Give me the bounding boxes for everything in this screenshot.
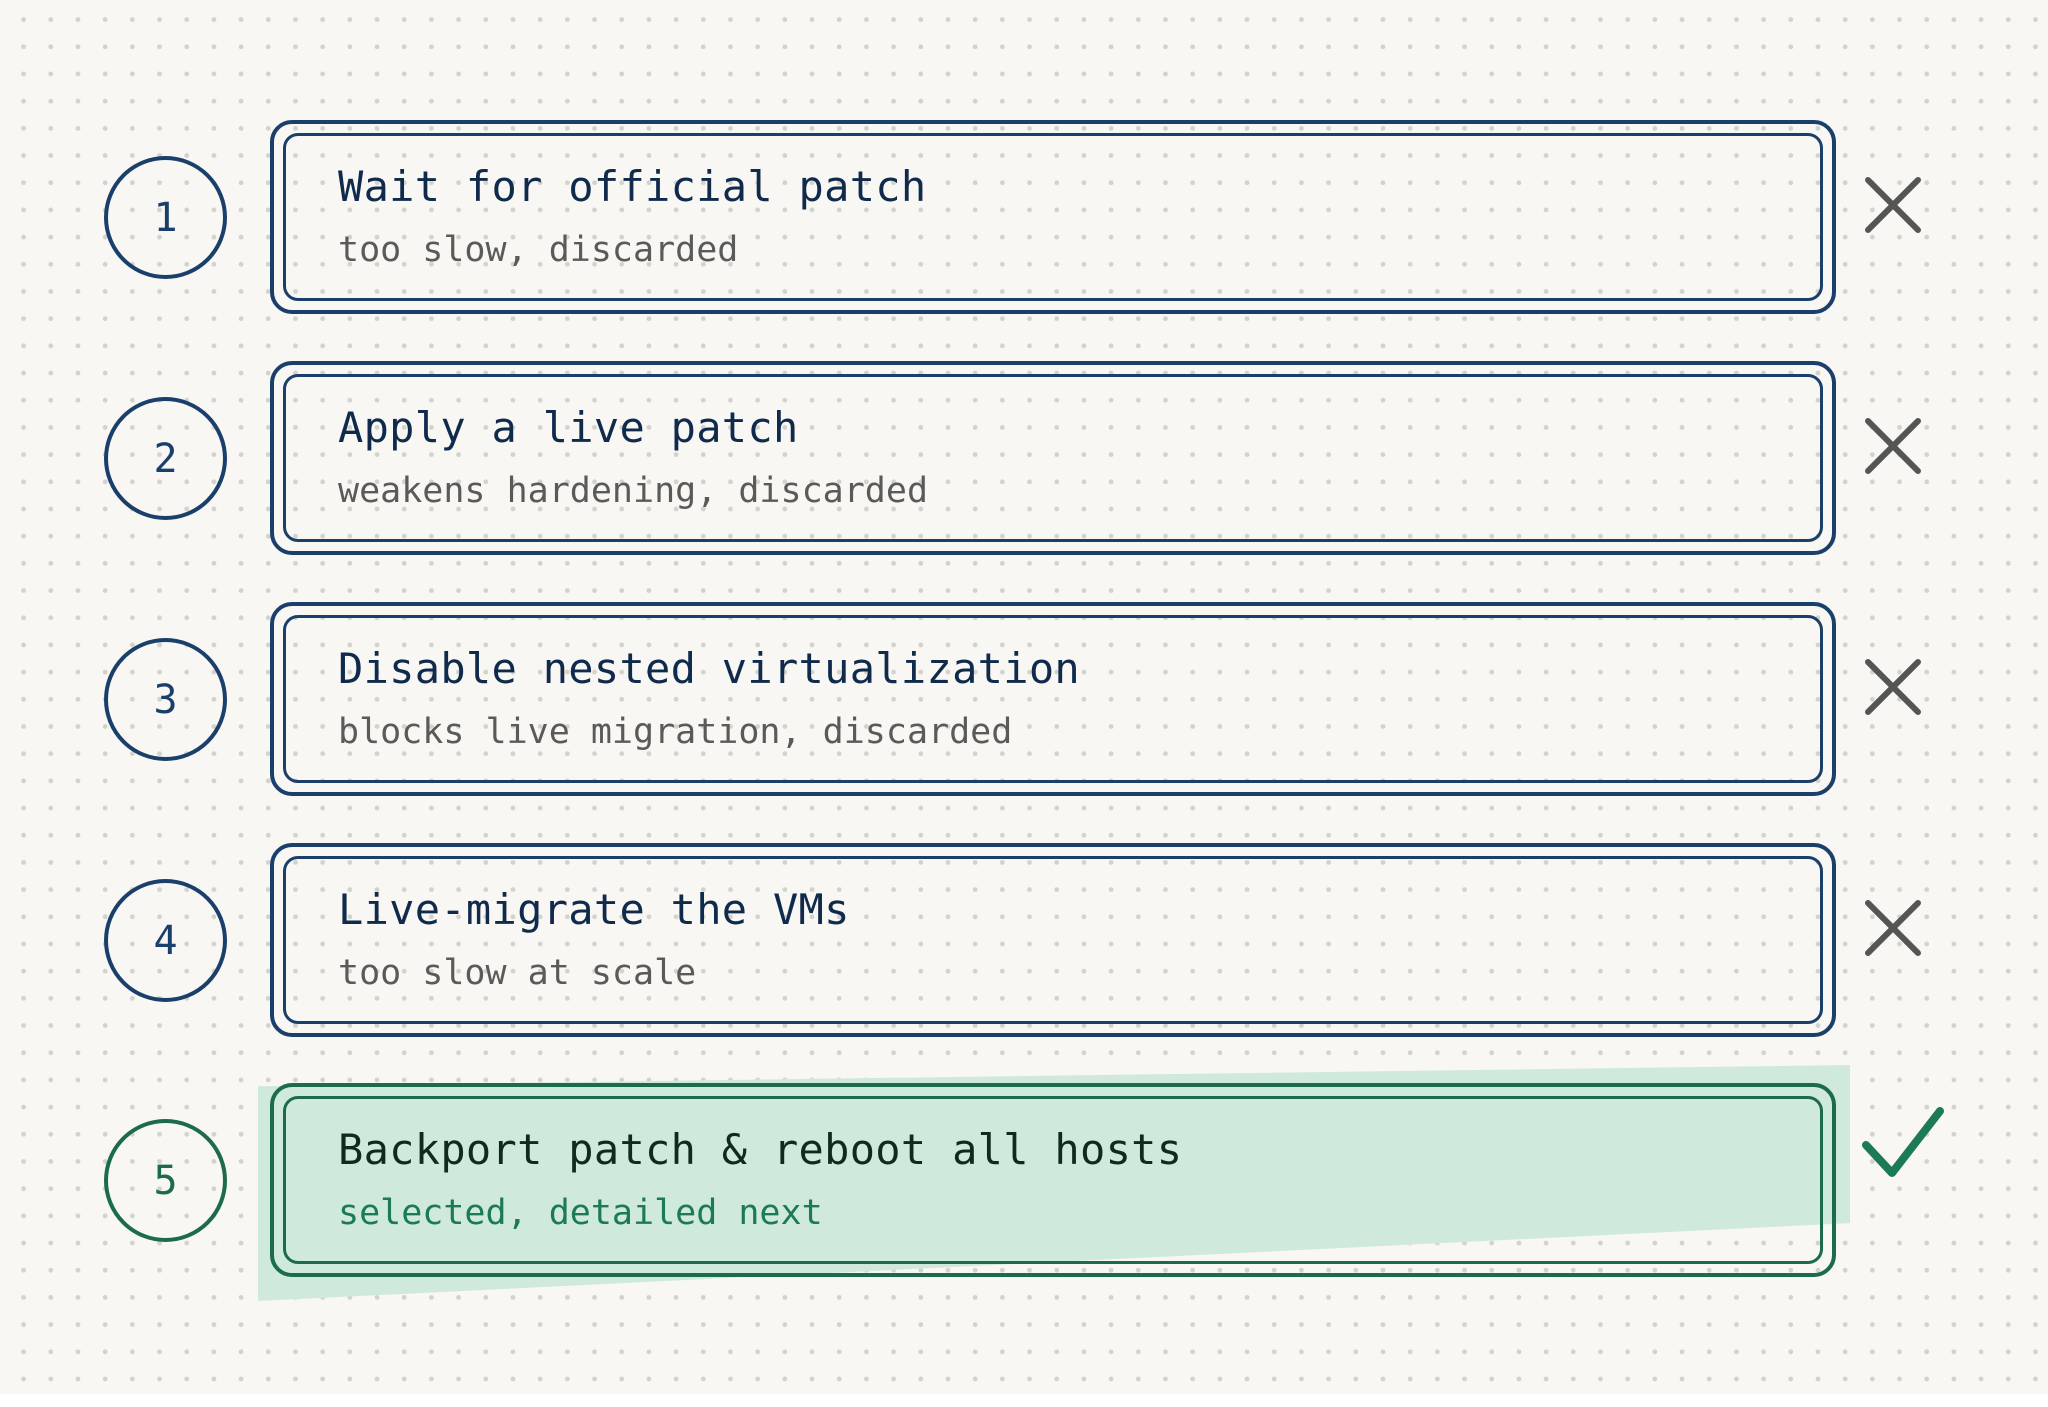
option-row-1: 1 Wait for official patch too slow, disc… (0, 120, 2048, 314)
option-subtitle: blocks live migration, discarded (338, 712, 1013, 752)
x-icon (1865, 900, 1921, 956)
option-title: Backport patch & reboot all hosts (338, 1125, 1183, 1174)
check-icon (1862, 1107, 1944, 1177)
option-row-5: 5 Backport patch & reboot all hosts sele… (0, 1065, 2048, 1301)
option-card: Disable nested virtualization blocks liv… (270, 602, 1836, 796)
option-number-badge: 5 (104, 1119, 227, 1242)
option-number-badge: 1 (104, 156, 227, 279)
option-number-badge: 3 (104, 638, 227, 761)
option-number-badge: 2 (104, 397, 227, 520)
option-title: Apply a live patch (338, 403, 799, 452)
option-title: Live-migrate the VMs (338, 885, 850, 934)
option-card: Wait for official patch too slow, discar… (270, 120, 1836, 314)
x-icon (1865, 177, 1921, 233)
option-row-2: 2 Apply a live patch weakens hardening, … (0, 361, 2048, 555)
x-icon (1865, 659, 1921, 715)
option-card: Apply a live patch weakens hardening, di… (270, 361, 1836, 555)
option-card-inner-border (283, 856, 1823, 1024)
option-card-inner-border (283, 133, 1823, 301)
option-number-badge: 4 (104, 879, 227, 1002)
option-row-4: 4 Live-migrate the VMs too slow at scale (0, 843, 2048, 1037)
option-title: Disable nested virtualization (338, 644, 1080, 693)
option-subtitle: too slow at scale (338, 953, 697, 993)
option-card: Live-migrate the VMs too slow at scale (270, 843, 1836, 1037)
option-subtitle: selected, detailed next (338, 1193, 823, 1233)
option-card-inner-border (283, 615, 1823, 783)
option-card-inner-border (283, 1096, 1823, 1264)
option-row-3: 3 Disable nested virtualization blocks l… (0, 602, 2048, 796)
option-subtitle: too slow, discarded (338, 230, 739, 270)
option-title: Wait for official patch (338, 162, 927, 211)
x-icon (1865, 418, 1921, 474)
option-subtitle: weakens hardening, discarded (338, 471, 929, 511)
option-card-inner-border (283, 374, 1823, 542)
option-card-selected: Backport patch & reboot all hosts select… (270, 1083, 1836, 1277)
